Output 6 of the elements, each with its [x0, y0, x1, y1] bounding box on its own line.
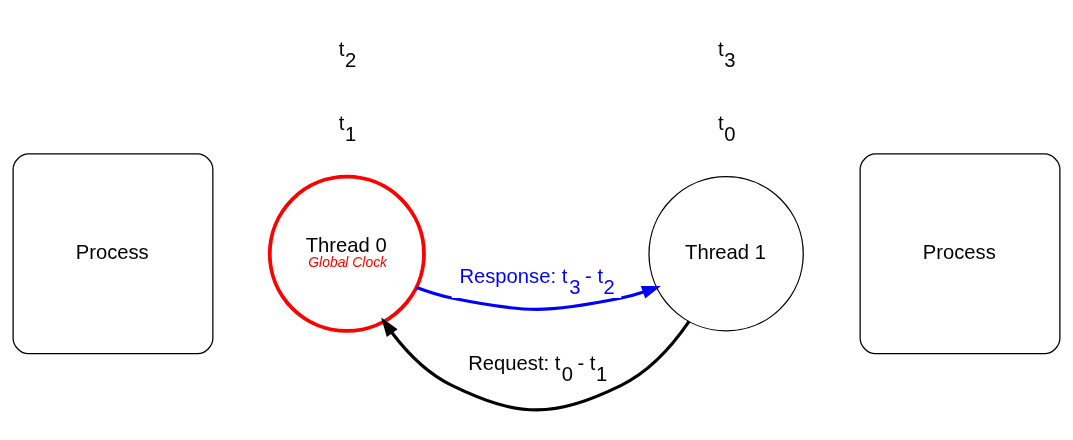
node-circle: Thread 0 Global Clock [267, 174, 426, 333]
arrow [381, 317, 691, 412]
node-box: Process [859, 153, 1061, 355]
node-box: Process [12, 153, 214, 355]
node-circle: Thread 1 [648, 176, 804, 332]
arrow [416, 285, 661, 311]
